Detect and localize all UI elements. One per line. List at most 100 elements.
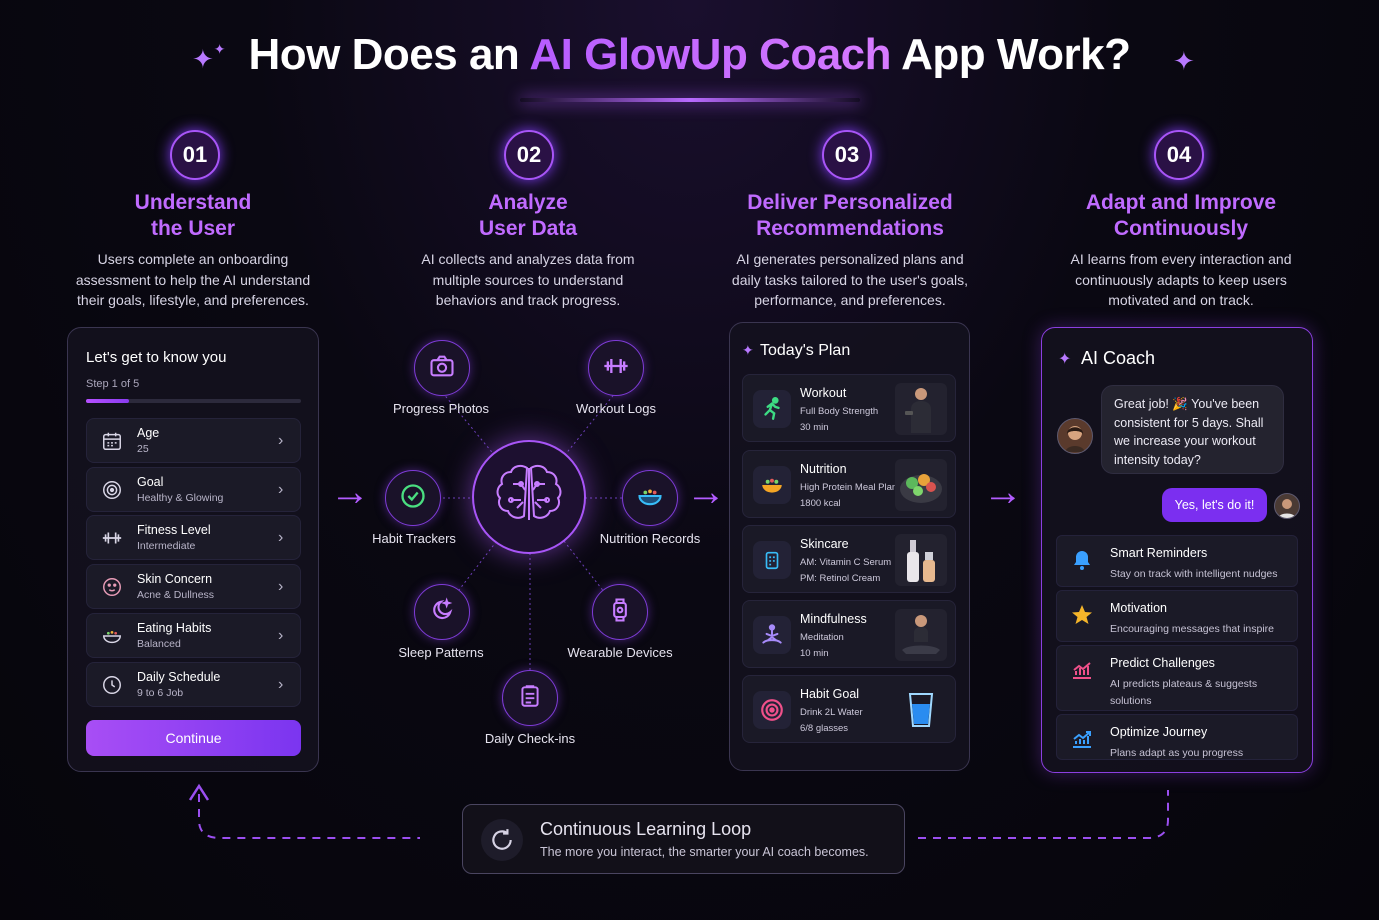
onboarding-progress-fill: [86, 399, 129, 403]
skincare-bottles-image: [895, 534, 947, 586]
card-line-2: 10 min: [800, 648, 829, 659]
node-sleep-patterns: [414, 584, 470, 640]
row-value: Intermediate: [137, 540, 196, 552]
row-value: Healthy & Glowing: [137, 492, 224, 504]
chevron-right-icon: ›: [278, 626, 284, 644]
card-title: Nutrition: [800, 462, 847, 476]
card-line-2: PM: Retinol Cream: [800, 573, 881, 584]
plan-card-nutrition[interactable]: Nutrition High Protein Meal Plan 1800 kc…: [742, 450, 956, 518]
bowl-icon: [87, 625, 137, 647]
onboarding-progress-track: [86, 399, 301, 403]
plan-panel: ✦ Today's Plan Workout Full Body Strengt…: [729, 322, 970, 771]
sparkle-icon: ✦: [742, 342, 754, 358]
step-badge-01: 01: [170, 130, 220, 180]
clipboard-icon: [517, 682, 543, 715]
node-workout-logs: [588, 340, 644, 396]
plan-heading: Today's Plan: [760, 342, 851, 359]
node-label: Wearable Devices: [567, 645, 673, 660]
dumbbell-icon: [601, 352, 631, 385]
coach-message-bubble: Great job! 🎉 You've been consistent for …: [1101, 385, 1284, 474]
dumbbell-icon: [87, 527, 137, 549]
meditating-person-image: [895, 609, 947, 661]
node-daily-checkins: [502, 670, 558, 726]
brain-icon: [489, 460, 569, 535]
card-line-1: AM: Vitamin C Serum: [800, 557, 892, 568]
card-line-2: 30 min: [800, 422, 829, 433]
feature-smart-reminders[interactable]: Smart Reminders Stay on track with intel…: [1056, 535, 1298, 587]
step-title-02: Analyze User Data: [478, 191, 578, 240]
step-desc-01: Users complete an onboarding assessment …: [75, 251, 311, 308]
row-label: Daily Schedule: [137, 670, 221, 684]
plan-card-mindfulness[interactable]: Mindfulness Meditation 10 min: [742, 600, 956, 668]
row-value: 25: [137, 443, 149, 455]
plan-card-workout[interactable]: Workout Full Body Strength 30 min: [742, 374, 956, 442]
chevron-right-icon: ›: [278, 577, 284, 595]
salad-image: [895, 459, 947, 511]
chevron-right-icon: ›: [278, 431, 284, 449]
row-label: Goal: [137, 475, 164, 489]
step-title-04: Adapt and Improve Continuously: [1085, 191, 1277, 240]
clock-icon: [87, 674, 137, 696]
brain-hub: [472, 440, 586, 554]
node-label: Sleep Patterns: [398, 645, 484, 660]
feature-desc: Plans adapt as you progress: [1110, 747, 1244, 759]
coach-heading: AI Coach: [1081, 348, 1156, 368]
card-title: Workout: [800, 386, 847, 400]
card-line-1: Meditation: [800, 632, 844, 643]
card-line-2: 6/8 glasses: [800, 723, 849, 734]
yes-reply-button[interactable]: Yes, let's do it!: [1162, 488, 1267, 522]
step-desc-03: AI generates personalized plans and dail…: [731, 251, 969, 308]
row-label: Age: [137, 426, 160, 440]
chevron-right-icon: ›: [278, 675, 284, 693]
feature-title: Motivation: [1110, 601, 1167, 615]
row-label: Eating Habits: [137, 621, 212, 635]
onboarding-heading: Let's get to know you: [86, 349, 227, 366]
chevron-right-icon: ›: [278, 528, 284, 546]
coach-avatar: [1057, 418, 1093, 454]
page-title: How Does an AI GlowUp Coach App Work?: [248, 30, 1131, 79]
star-icon: [1069, 603, 1095, 627]
feature-optimize-journey[interactable]: Optimize Journey Plans adapt as you prog…: [1056, 714, 1298, 760]
feature-desc: Stay on track with intelligent nudges: [1110, 568, 1278, 580]
node-nutrition-records: [622, 470, 678, 526]
feature-predict-challenges[interactable]: Predict Challenges AI predicts plateaus …: [1056, 645, 1298, 711]
node-progress-photos: [414, 340, 470, 396]
onboarding-step: Step 1 of 5: [86, 378, 140, 390]
card-line-1: Full Body Strength: [800, 406, 879, 417]
step-desc-02: AI collects and analyzes data from multi…: [421, 251, 635, 308]
serum-icon: [753, 541, 791, 579]
sparkle-icon: ✦✦: [192, 41, 226, 74]
node-label: Progress Photos: [392, 401, 490, 416]
onboarding-row-age[interactable]: Age 25 ›: [86, 418, 301, 463]
moon-icon: [428, 596, 456, 629]
plan-card-habit[interactable]: Habit Goal Drink 2L Water 6/8 glasses: [742, 675, 956, 743]
arrow-right-icon: →: [983, 470, 1023, 514]
card-line-2: 1800 kcal: [800, 498, 841, 509]
onboarding-panel: Let's get to know you Step 1 of 5 Age 25 …: [67, 327, 319, 772]
step-desc-04: AI learns from every interaction and con…: [1070, 251, 1292, 308]
row-value: Balanced: [137, 638, 181, 650]
feature-title: Smart Reminders: [1110, 546, 1208, 560]
node-label: Habit Trackers: [372, 531, 456, 546]
node-habit-trackers: [385, 470, 441, 526]
continue-button[interactable]: Continue: [86, 720, 301, 756]
user-avatar: [1274, 493, 1300, 519]
coach-panel: ✦ AI Coach Great job! 🎉 You've been cons…: [1041, 327, 1313, 773]
calendar-icon: [87, 430, 137, 452]
feature-motivation[interactable]: Motivation Encouraging messages that ins…: [1056, 590, 1298, 642]
arrow-right-icon: →: [330, 470, 370, 514]
chart-icon: [1069, 658, 1095, 682]
meditation-icon: [753, 616, 791, 654]
feature-desc: AI predicts plateaus & suggests solution…: [1110, 678, 1258, 707]
plan-card-skincare[interactable]: Skincare AM: Vitamin C Serum PM: Retinol…: [742, 525, 956, 593]
sparkle-icon: ✦: [1173, 46, 1195, 76]
arrow-right-icon: →: [686, 470, 726, 514]
check-circle-icon: [399, 482, 427, 515]
athlete-image: [895, 383, 947, 435]
title-underline: [520, 98, 860, 102]
